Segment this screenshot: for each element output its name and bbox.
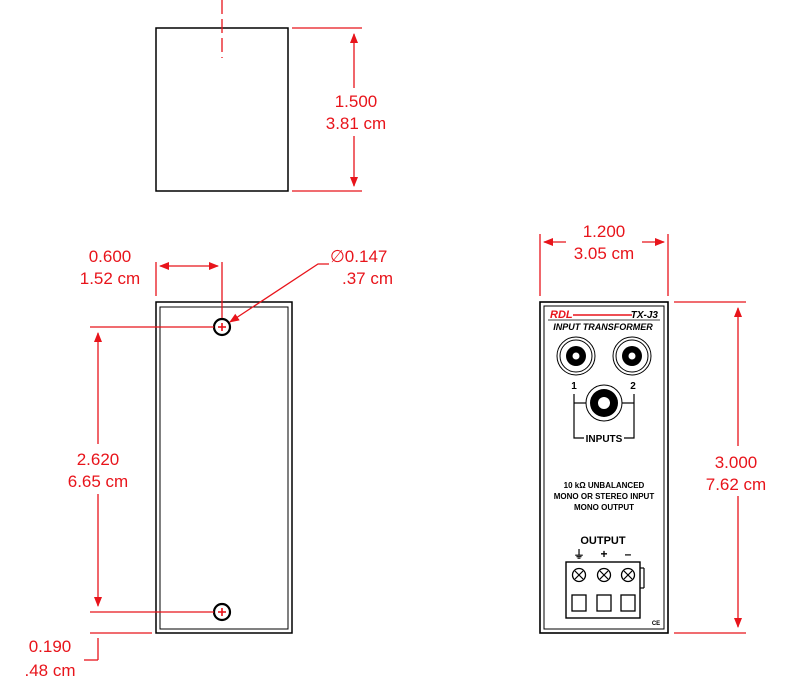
hole-offset-metric: 1.52 cm bbox=[80, 269, 140, 288]
hole-spacing-imperial: 2.620 bbox=[77, 450, 120, 469]
hole-offset-imperial: 0.600 bbox=[89, 247, 132, 266]
ground-symbol: ⏚ bbox=[574, 548, 585, 561]
minus-symbol: – bbox=[625, 547, 632, 561]
diameter-leader bbox=[229, 263, 329, 323]
product-name: INPUT TRANSFORMER bbox=[553, 322, 653, 332]
rear-view-inner bbox=[159, 306, 289, 630]
terminal-screw-ground bbox=[571, 567, 587, 583]
terminal-opening-plus bbox=[596, 594, 612, 612]
input-2-label: 2 bbox=[630, 381, 636, 392]
spec-line-1: 10 kΩ UNBALANCED bbox=[564, 481, 645, 490]
terminal-screw-plus bbox=[596, 567, 612, 583]
input-jack-2 bbox=[612, 336, 652, 376]
depth-metric: 3.81 cm bbox=[326, 114, 386, 133]
output-terminal-block bbox=[565, 561, 645, 619]
output-label: OUTPUT bbox=[580, 535, 626, 547]
depth-imperial: 1.500 bbox=[335, 92, 378, 111]
spec-line-3: MONO OUTPUT bbox=[574, 503, 634, 512]
terminal-opening-ground bbox=[571, 594, 587, 612]
bottom-offset-imperial: 0.190 bbox=[29, 637, 72, 656]
terminal-opening-minus bbox=[620, 594, 636, 612]
inputs-label: INPUTS bbox=[586, 434, 623, 445]
height-imperial: 3.000 bbox=[715, 453, 758, 472]
side-view: 1.500 3.81 cm bbox=[155, 0, 386, 192]
width-metric: 3.05 cm bbox=[574, 244, 634, 263]
front-panel-outer bbox=[539, 301, 669, 634]
bottom-offset-metric: .48 cm bbox=[24, 661, 75, 680]
inputs-bracket-right bbox=[624, 394, 635, 439]
inputs-bracket-left bbox=[573, 394, 584, 439]
hole-diameter-metric: .37 cm bbox=[342, 269, 393, 288]
input-jack-center bbox=[585, 384, 623, 422]
rear-view-outer bbox=[155, 301, 293, 634]
input-1-label: 1 bbox=[571, 381, 577, 392]
ce-mark: CE bbox=[652, 621, 660, 627]
front-view: RDL TX-J3 INPUT TRANSFORMER 1 2 bbox=[539, 222, 766, 634]
rear-view: 0.600 1.52 cm ∅0.147 .37 cm 2.620 6.65 c… bbox=[24, 247, 393, 680]
brand-logo: RDL bbox=[550, 309, 573, 321]
hole-spacing-metric: 6.65 cm bbox=[68, 472, 128, 491]
width-imperial: 1.200 bbox=[583, 222, 626, 241]
model-number: TX-J3 bbox=[631, 310, 659, 321]
input-jack-1 bbox=[556, 336, 596, 376]
height-metric: 7.62 cm bbox=[706, 475, 766, 494]
side-view-body bbox=[155, 27, 289, 192]
front-panel-inner bbox=[543, 305, 665, 630]
hole-diameter-imperial: ∅0.147 bbox=[330, 247, 387, 266]
spec-line-2: MONO OR STEREO INPUT bbox=[554, 492, 655, 501]
terminal-screw-minus bbox=[620, 567, 636, 583]
plus-symbol: + bbox=[600, 547, 607, 561]
